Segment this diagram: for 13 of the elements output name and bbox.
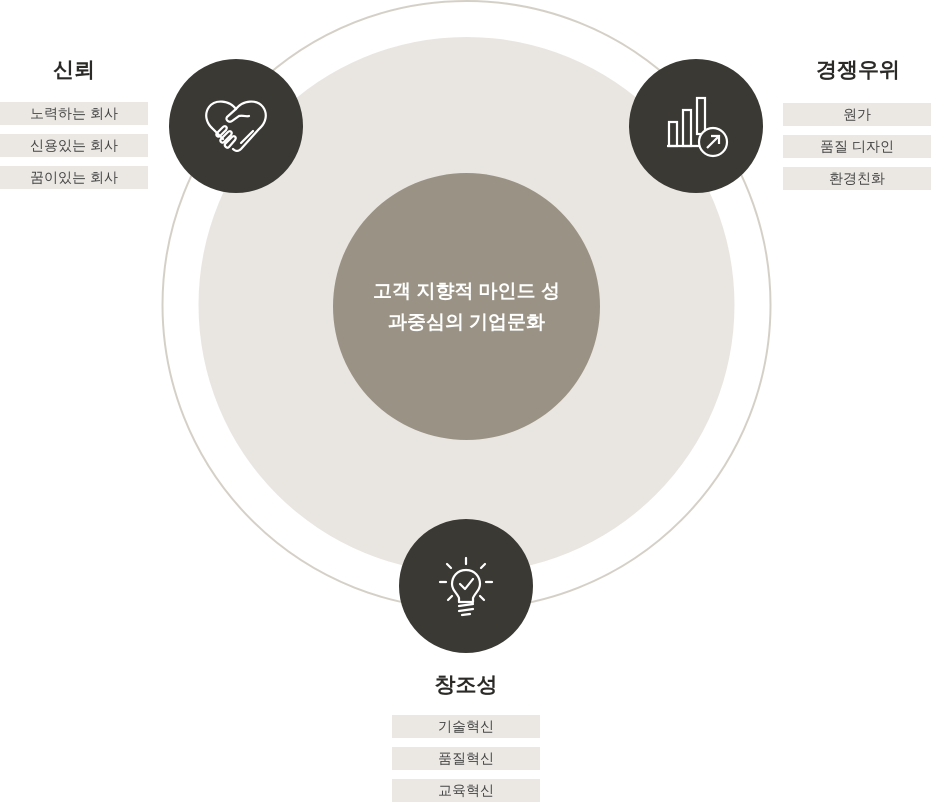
tag-box: 환경친화 [783, 167, 931, 190]
tag-box: 기술혁신 [392, 715, 540, 738]
center-text: 고객 지향적 마인드 성과중심의 기업문화 [372, 280, 561, 334]
category-heading: 창조성 [434, 672, 498, 698]
tag-box: 꿈이있는 회사 [0, 166, 148, 189]
category-heading: 신뢰 [53, 57, 95, 84]
tag-box: 품질혁신 [392, 747, 540, 770]
category-heading: 경쟁우위 [816, 57, 900, 84]
tag-box: 교육혁신 [392, 779, 540, 802]
tag-box: 품질 디자인 [783, 135, 931, 158]
tag-box: 신용있는 회사 [0, 134, 148, 157]
tag-box: 원가 [783, 103, 931, 126]
tag-box: 노력하는 회사 [0, 102, 148, 125]
